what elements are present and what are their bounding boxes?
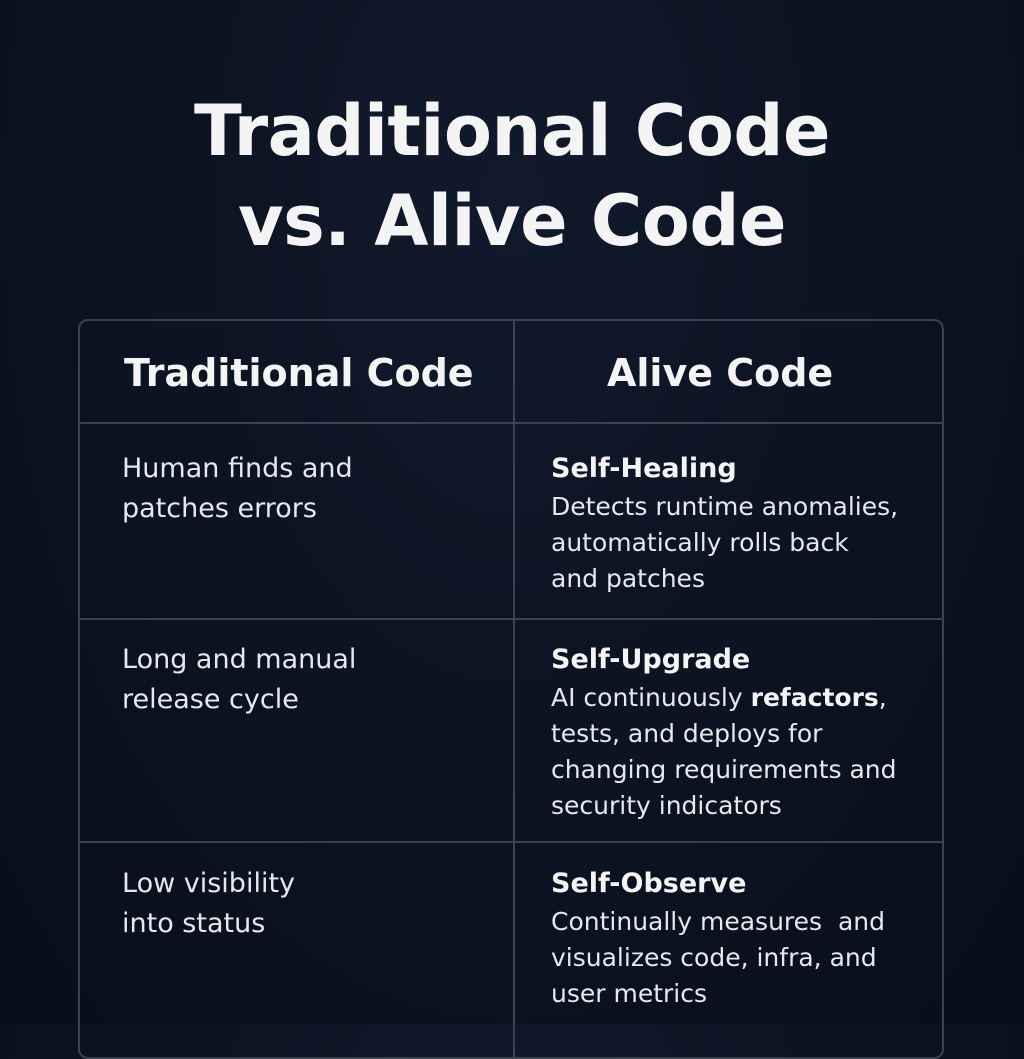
alive-cell-2-desc: AI continuously refactors, tests, and de… (551, 680, 931, 824)
alive-cell-1-desc-line-3: and patches (551, 564, 705, 593)
alive-cell-1: Self-Healing Detects runtime anomalies, … (551, 449, 931, 597)
alive-cell-2-desc-line-1-a: AI continuously (551, 683, 751, 712)
alive-cell-3-desc-line-3: user metrics (551, 979, 708, 1008)
traditional-cell-2: Long and manual release cycle (122, 640, 482, 720)
alive-cell-2-desc-line-1-bold: refactors (750, 683, 879, 712)
alive-cell-2-desc-line-4: security indicators (551, 791, 782, 820)
alive-cell-3-desc-line-2: visualizes code, infra, and (551, 943, 877, 972)
alive-cell-1-desc-line-1: Detects runtime anomalies, (551, 492, 899, 521)
alive-cell-1-desc-line-2: automatically rolls back (551, 528, 849, 557)
traditional-cell-3-line-1: Low visibility (122, 868, 296, 899)
comparison-table: Traditional Code Alive Code Human finds … (78, 319, 944, 1059)
page-title-line-1: Traditional Code (194, 90, 830, 172)
column-divider (513, 321, 515, 1057)
row-divider-2 (80, 841, 942, 843)
alive-cell-1-desc: Detects runtime anomalies, automatically… (551, 489, 931, 597)
alive-cell-3-title: Self-Observe (551, 868, 747, 899)
header-divider (80, 422, 942, 424)
alive-cell-2-desc-line-2: tests, and deploys for (551, 719, 823, 748)
alive-cell-3-desc: Continually measures and visualizes code… (551, 904, 931, 1012)
alive-cell-2: Self-Upgrade AI continuously refactors, … (551, 640, 931, 824)
traditional-cell-3: Low visibility into status (122, 864, 482, 944)
alive-cell-2-desc-line-3: changing requirements and (551, 755, 897, 784)
traditional-cell-2-line-2: release cycle (122, 684, 299, 715)
traditional-cell-3-line-2: into status (122, 908, 266, 939)
alive-cell-3: Self-Observe Continually measures and vi… (551, 864, 931, 1012)
alive-cell-2-desc-line-1-c: , (878, 683, 887, 712)
page-title: Traditional Code vs. Alive Code (0, 86, 1024, 266)
alive-cell-2-desc-line-1: AI continuously refactors, (551, 680, 931, 716)
alive-cell-1-title: Self-Healing (551, 453, 737, 484)
traditional-cell-1: Human finds and patches errors (122, 449, 482, 529)
alive-cell-2-title: Self-Upgrade (551, 644, 751, 675)
row-divider-1 (80, 618, 942, 620)
page-title-line-2: vs. Alive Code (238, 180, 786, 262)
alive-cell-3-desc-line-1: Continually measures and (551, 907, 885, 936)
column-header-traditional: Traditional Code (124, 351, 474, 395)
traditional-cell-1-line-2: patches errors (122, 493, 317, 524)
column-header-alive: Alive Code (607, 351, 834, 395)
traditional-cell-2-line-1: Long and manual (122, 644, 357, 675)
traditional-cell-1-line-1: Human finds and (122, 453, 353, 484)
